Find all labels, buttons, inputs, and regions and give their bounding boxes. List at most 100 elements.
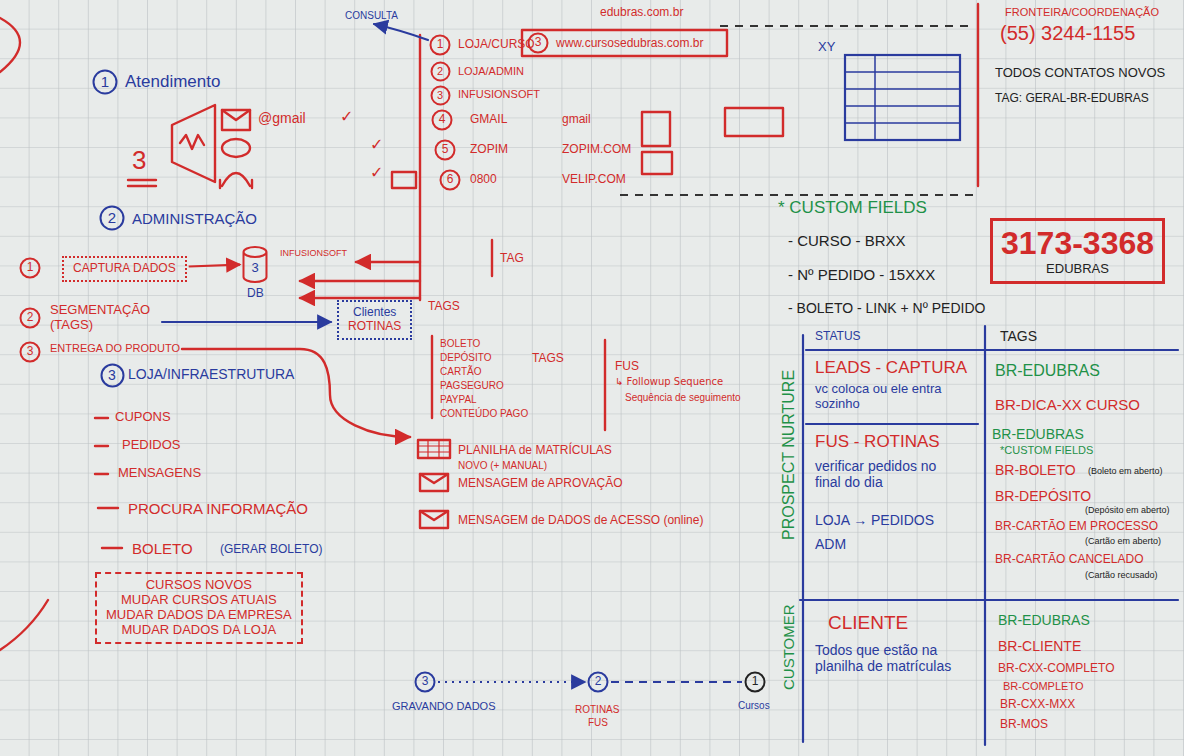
- sketch-table: [845, 55, 960, 140]
- board-note: BR-BOLETO: [995, 462, 1076, 478]
- board-note: CARTÃO: [440, 366, 482, 378]
- board-note: BR-EDUBRAS: [992, 426, 1084, 442]
- cylinder-outline: [244, 247, 267, 282]
- node-text: 3173-3368: [1001, 225, 1154, 262]
- envelope-icon: [420, 474, 448, 483]
- table-line: [800, 599, 1178, 601]
- node-text: MUDAR DADOS DA LOJA: [106, 623, 292, 638]
- node-text: 1: [101, 73, 109, 90]
- board-note: ↳ Followup Sequence: [615, 376, 723, 388]
- board-note: *CUSTOM FIELDS: [1000, 444, 1093, 457]
- board-note: BR-EDUBRAS: [995, 362, 1100, 380]
- board-note: ADMINISTRAÇÃO: [132, 210, 257, 227]
- circle-outline: [433, 111, 452, 130]
- bracket-line: [431, 336, 433, 418]
- circle-outline: [431, 86, 449, 104]
- board-note: CONTEÚDO PAGO: [440, 408, 528, 420]
- board-note: NOVO (+ MANUAL): [458, 460, 547, 472]
- database-cylinder: 3: [242, 246, 268, 283]
- circle-outline: [441, 171, 460, 190]
- envelope-icon: [222, 110, 250, 120]
- board-note: GMAIL: [470, 113, 507, 127]
- board-note: GRAVANDO DADOS: [392, 700, 496, 713]
- flow-arrow: [300, 280, 420, 282]
- board-note: PEDIDOS: [122, 438, 181, 453]
- node-text: 2: [595, 675, 602, 689]
- bracket-line: [491, 240, 493, 276]
- check-mark: ✓: [370, 164, 383, 182]
- callout-number: 2: [19, 307, 41, 329]
- board-note: (Depósito em aberto): [1085, 505, 1170, 515]
- board-note: CUPONS: [115, 410, 171, 425]
- callout-number: 1: [19, 257, 41, 279]
- board-note: XY: [818, 40, 835, 55]
- flow-connector: [189, 265, 240, 267]
- board-note: Sequência de seguimento: [625, 392, 741, 404]
- node-text: 3: [251, 261, 258, 276]
- node-text: 6: [447, 173, 454, 187]
- board-note: Cursos: [738, 700, 770, 712]
- node-text: CAPTURA DADOS: [73, 262, 176, 276]
- circle-outline: [431, 62, 449, 80]
- board-note: TAGS: [428, 300, 460, 314]
- board-note: BR-CARTÃO CANCELADO: [995, 553, 1143, 567]
- callout-number: 1: [92, 69, 118, 95]
- callout-number: 6: [439, 169, 461, 191]
- flow-connector: [438, 681, 585, 683]
- board-note: ENTREGA DO PRODUTO: [50, 342, 180, 355]
- process-box: CAPTURA DADOS: [62, 256, 187, 282]
- callout-number: 1: [744, 671, 766, 693]
- node-text: 3: [437, 89, 443, 102]
- board-note: CLIENTE: [828, 612, 908, 634]
- check-mark: ✓: [340, 108, 353, 126]
- table-line: [984, 326, 986, 745]
- board-note: (Cartão em aberto): [1085, 536, 1161, 546]
- board-note: TAG: GERAL-BR-EDUBRAS: [995, 92, 1149, 106]
- board-note: VELIP.COM: [562, 173, 626, 187]
- board-note: vc coloca ou ele entra sozinho: [815, 382, 975, 412]
- board-note: DB: [247, 287, 264, 301]
- callout-number: 3: [430, 85, 451, 106]
- board-note: BR-CARTÃO EM PROCESSO: [995, 520, 1158, 534]
- list-dash: [95, 418, 122, 548]
- band-label: PROSPECT NURTURE: [780, 370, 798, 540]
- phone-icon: [392, 172, 416, 188]
- table-line: [806, 349, 1178, 351]
- check-mark: ✓: [370, 136, 383, 154]
- board-note: BOLETO: [132, 540, 193, 557]
- board-note: Atendimento: [125, 72, 220, 92]
- board-note: TAGS: [532, 352, 564, 366]
- node-text: 5: [442, 143, 449, 157]
- callout-number: 3: [19, 341, 41, 363]
- envelope-icon: [222, 110, 250, 130]
- sketch-box: [642, 152, 672, 174]
- node-text: 2: [437, 65, 443, 78]
- board-note: Todos que estão na planilha de matrícula…: [815, 642, 955, 674]
- board-note: - Nº PEDIDO - 15XXX: [788, 266, 935, 283]
- board-note: BR-EDUBRAS: [998, 612, 1090, 628]
- node-text: 3: [108, 367, 116, 383]
- node-text: MUDAR CURSOS ATUAIS: [106, 593, 292, 608]
- node-text: 1: [437, 38, 444, 52]
- circle-outline: [746, 673, 765, 692]
- spreadsheet-icon: [418, 440, 450, 458]
- board-note: TAGS: [1000, 328, 1037, 344]
- board-note: LOJA/CURSO: [458, 38, 535, 52]
- callout-number: 3: [100, 363, 125, 388]
- flow-arrow: [162, 321, 331, 323]
- board-note: ROTINAS: [575, 704, 619, 716]
- board-note: BOLETO: [440, 338, 480, 350]
- circle-outline: [21, 309, 40, 328]
- node-text: 1: [752, 675, 759, 689]
- node-text: ROTINAS: [348, 320, 401, 334]
- board-note: MENSAGENS: [118, 466, 201, 481]
- board-note: BR-DEPÓSITO: [995, 488, 1091, 504]
- board-note: verificar pedidos no final do dia: [815, 458, 965, 490]
- board-note: - CURSO - BRXX: [788, 232, 906, 249]
- board-note: (GERAR BOLETO): [220, 543, 322, 557]
- board-note: INFUSIONSOFT: [280, 248, 347, 258]
- bracket-line: [604, 340, 606, 430]
- board-note: BR-MOS: [1000, 718, 1048, 732]
